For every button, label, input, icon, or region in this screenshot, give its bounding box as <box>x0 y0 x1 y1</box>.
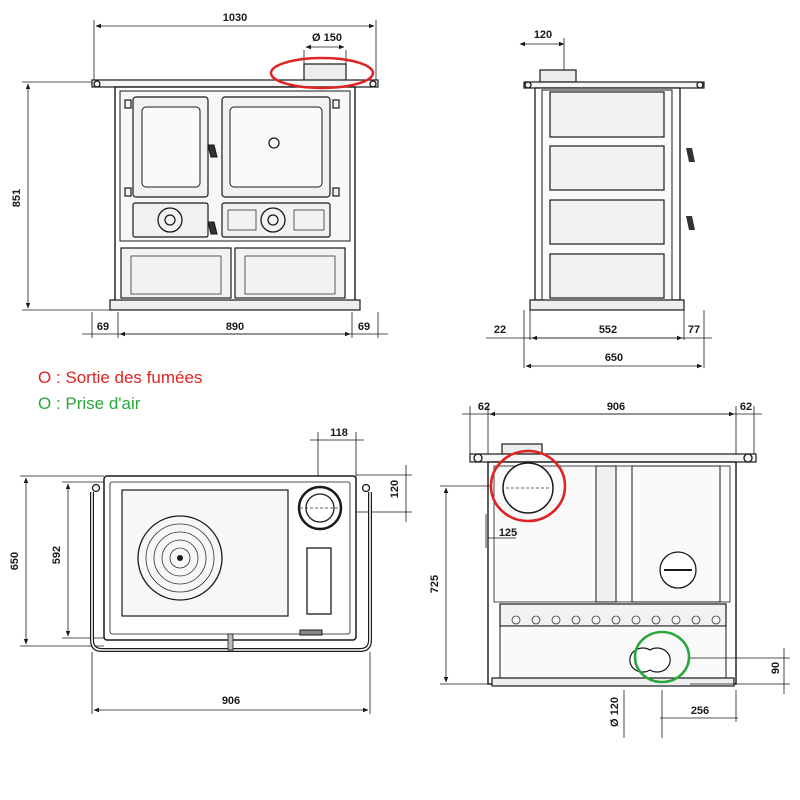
dim-side-right: 77 <box>688 324 700 336</box>
dim-side-inner: 552 <box>599 324 617 336</box>
dim-back-width: 906 <box>607 401 625 413</box>
legend-smoke-outlet: O : Sortie des fumées <box>38 368 203 387</box>
dim-front-left: 69 <box>97 321 109 333</box>
dim-back-flue-x: 125 <box>499 527 517 539</box>
dim-side-flue-offset: 120 <box>534 29 552 41</box>
dim-top-flue-offset: 118 <box>330 427 348 439</box>
air-inlet-marker-back <box>633 630 691 684</box>
front-view: 1030 Ø 150 851 <box>11 12 388 338</box>
dim-flue-diameter: Ø 150 <box>312 32 342 44</box>
dim-back-left: 62 <box>478 401 490 413</box>
back-view: 62 906 62 125 725 <box>429 401 790 738</box>
back-vent-holes <box>511 615 721 625</box>
smoke-outlet-marker-front <box>269 56 375 90</box>
side-view: 120 22 552 77 650 <box>486 29 712 369</box>
dim-back-air-diameter: Ø 120 <box>609 697 621 727</box>
dim-back-right: 62 <box>740 401 752 413</box>
dim-back-air-offset: 256 <box>691 705 709 717</box>
dim-back-air-height: 90 <box>770 662 782 674</box>
dim-front-inner: 890 <box>226 321 244 333</box>
dim-front-height: 851 <box>11 189 23 207</box>
dim-top-flue-depth: 120 <box>389 480 401 498</box>
dim-top-width: 906 <box>222 695 240 707</box>
dim-front-width: 1030 <box>223 12 247 24</box>
dim-front-right: 69 <box>358 321 370 333</box>
front-control-knob-left <box>157 207 183 233</box>
legend-air-inlet: O : Prise d'air <box>38 394 141 413</box>
dim-side-total: 650 <box>605 352 623 364</box>
smoke-outlet-marker-back <box>489 449 567 523</box>
top-view: 118 120 650 592 906 <box>9 427 412 714</box>
dim-top-depth: 650 <box>9 552 21 570</box>
dim-top-inner-depth: 592 <box>51 546 63 564</box>
dim-back-height: 725 <box>429 575 441 593</box>
front-control-knob-right <box>260 207 286 233</box>
dim-side-left: 22 <box>494 324 506 336</box>
